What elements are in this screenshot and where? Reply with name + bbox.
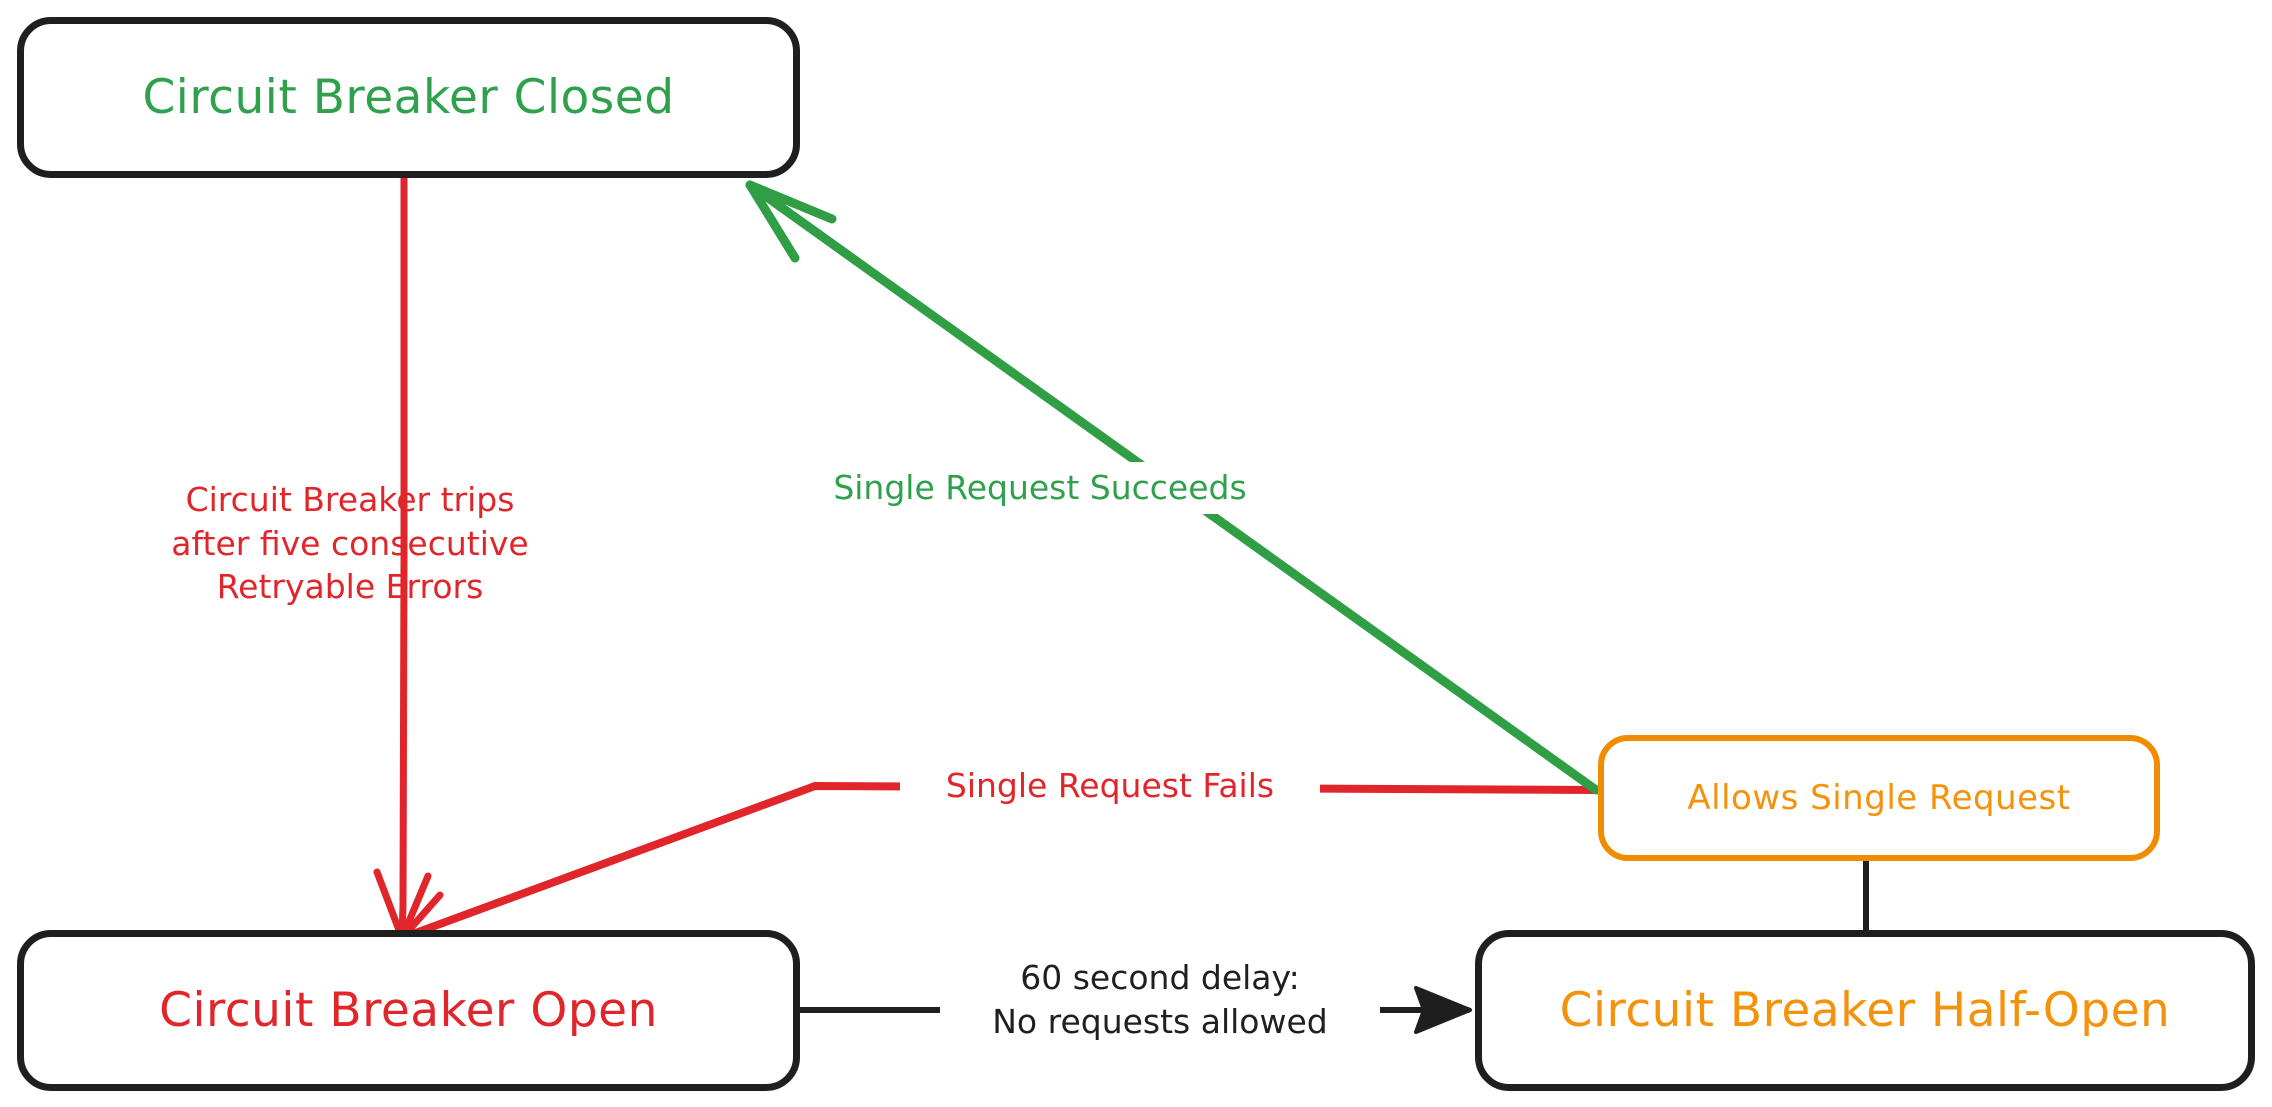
state-node-circuit-breaker-closed[interactable]: Circuit Breaker Closed (17, 17, 800, 178)
edge-label-closed-to-open: Circuit Breaker trips after five consecu… (171, 480, 529, 607)
edge-label-allows-to-closed: Single Request Succeeds (830, 462, 1250, 514)
state-node-circuit-breaker-half-open[interactable]: Circuit Breaker Half-Open (1475, 930, 2255, 1091)
state-node-circuit-breaker-open[interactable]: Circuit Breaker Open (17, 930, 800, 1091)
state-node-label-closed: Circuit Breaker Closed (142, 70, 675, 125)
state-node-allows-single-request[interactable]: Allows Single Request (1598, 735, 2160, 861)
state-node-label-half-open: Circuit Breaker Half-Open (1559, 983, 2171, 1038)
edge-label-allows-to-open: Single Request Fails (900, 760, 1320, 812)
state-node-label-allows: Allows Single Request (1687, 778, 2071, 818)
edge-label-open-to-halfopen: 60 second delay: No requests allowed (940, 952, 1380, 1048)
state-node-label-open: Circuit Breaker Open (159, 983, 658, 1038)
